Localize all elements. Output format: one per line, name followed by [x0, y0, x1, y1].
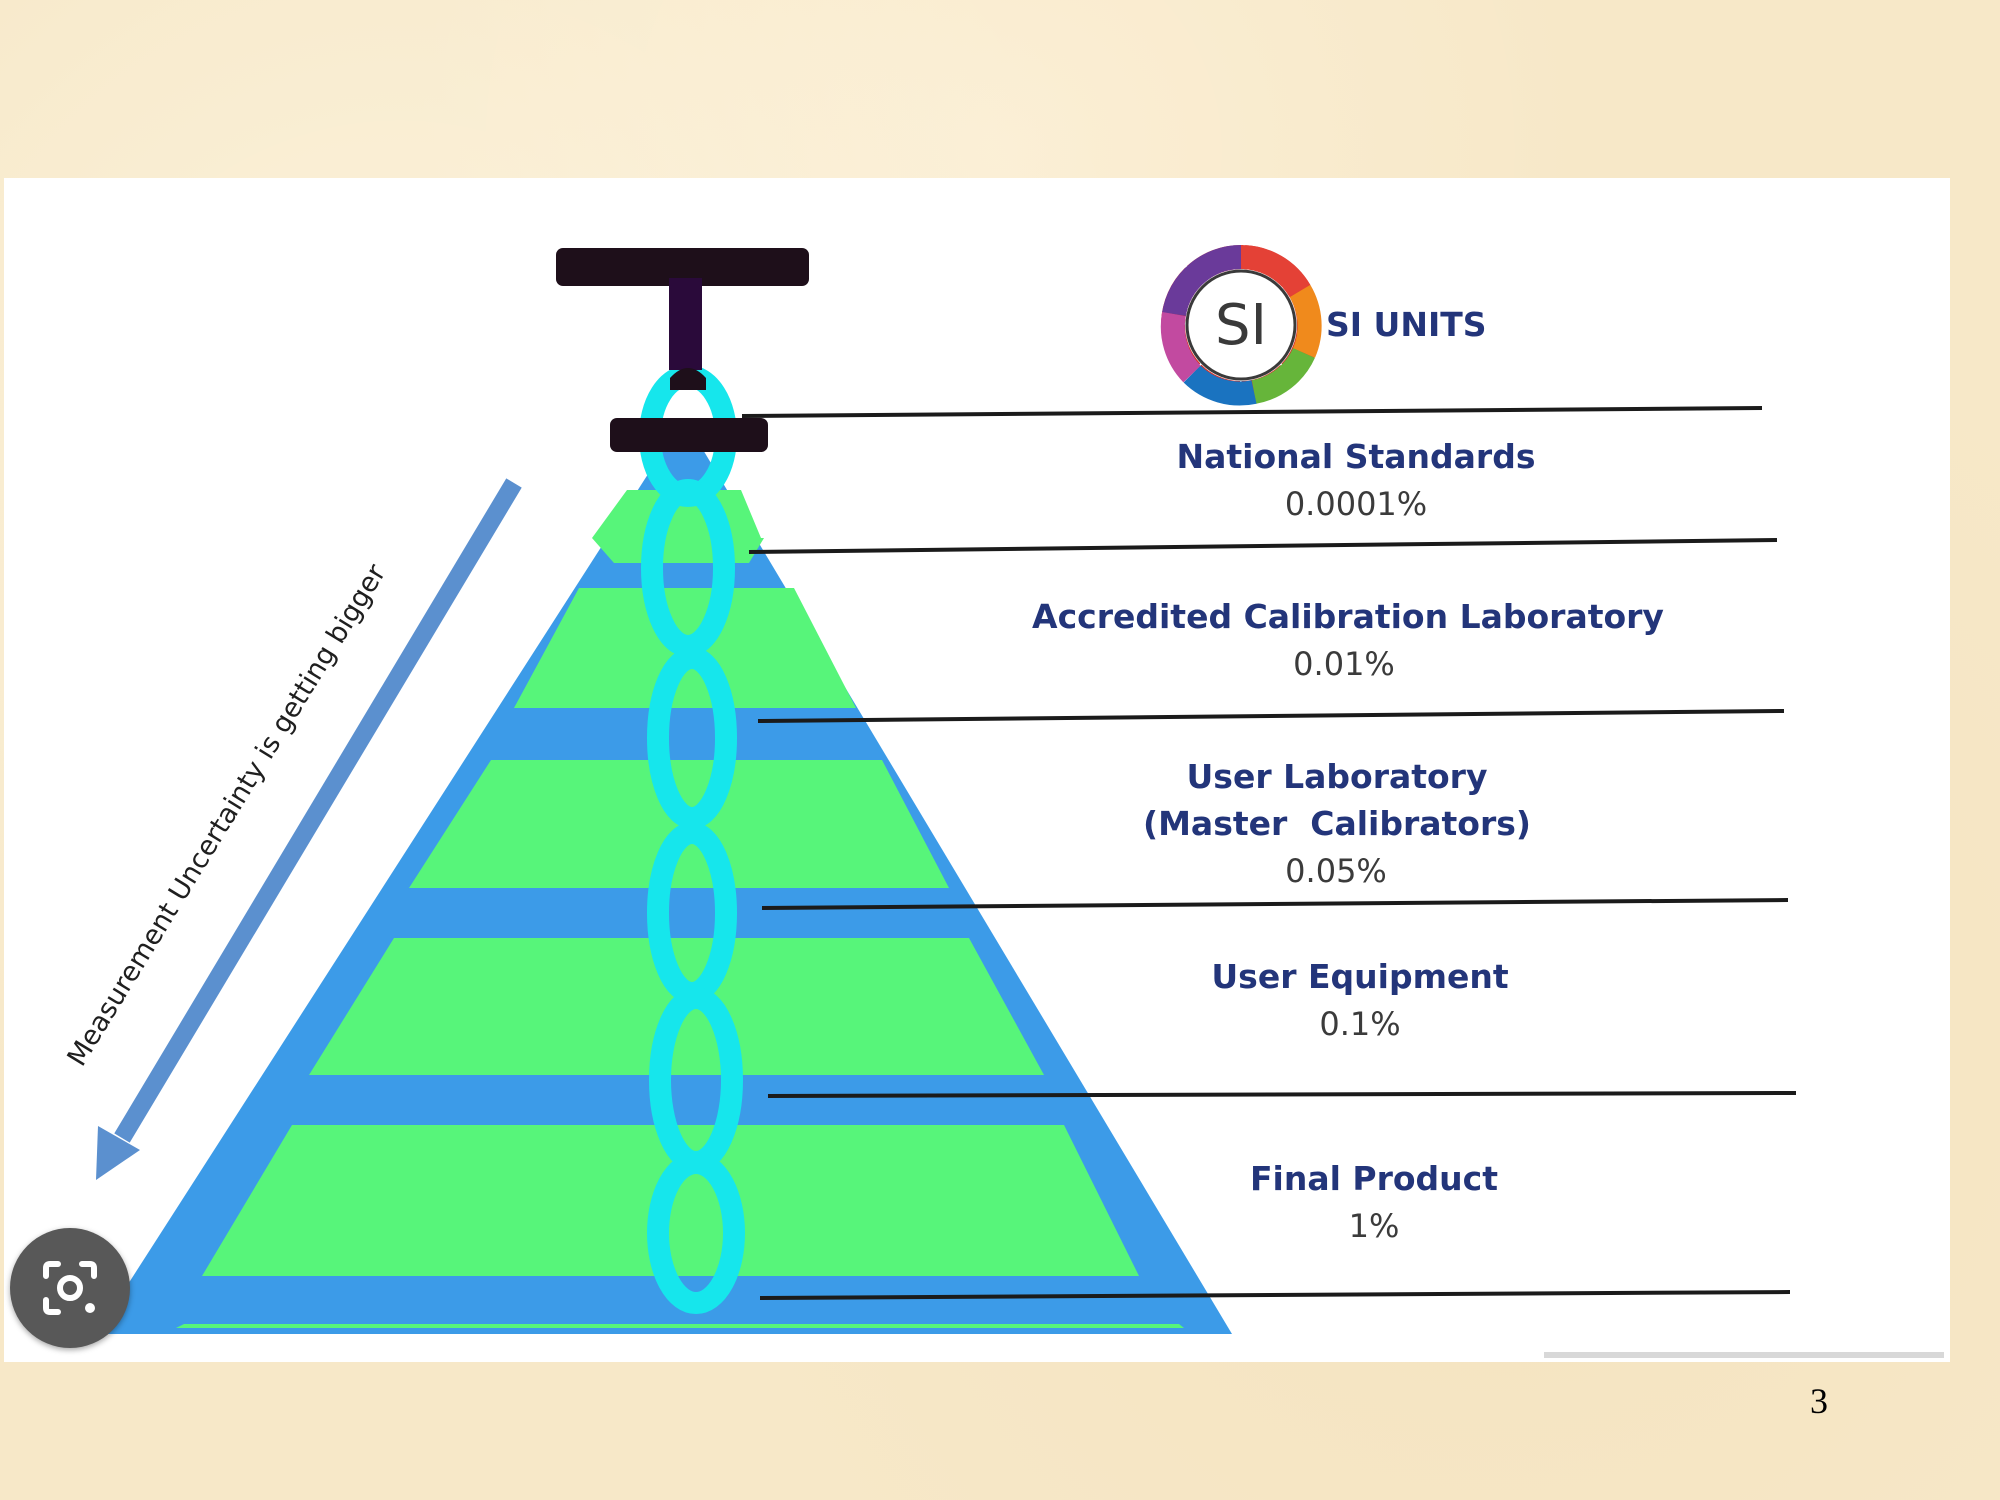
traceability-pyramid-diagram: SI SI UNITS National Standards 0.0001% A… — [62, 244, 1944, 1358]
level-title-accredited-lab: Accredited Calibration Laboratory — [1032, 597, 1664, 636]
level-value-user-laboratory: 0.05% — [1285, 852, 1387, 890]
level-title-user-laboratory: User Laboratory — [1187, 757, 1488, 796]
pyramid-tier-6 — [176, 1324, 1184, 1328]
visual-search-icon — [43, 1261, 97, 1315]
si-units-label: SI UNITS — [1326, 305, 1487, 344]
level-value-user-equipment: 0.1% — [1319, 1005, 1400, 1043]
level-value-accredited-lab: 0.01% — [1293, 645, 1395, 683]
watermark-faint — [1544, 1352, 1944, 1358]
level-value-final-product: 1% — [1349, 1207, 1400, 1245]
visual-search-button[interactable] — [10, 1228, 130, 1348]
level-labels: National Standards 0.0001% Accredited Ca… — [1032, 437, 1664, 1245]
si-units-logo: SI SI UNITS — [1160, 244, 1487, 406]
level-title-user-equipment: User Equipment — [1211, 957, 1508, 996]
level-subtitle-master-calibrators: (Master Calibrators) — [1143, 804, 1531, 843]
si-logo-badge: SI — [1215, 293, 1267, 358]
hanger-bar — [556, 248, 809, 452]
page-number: 3 — [1810, 1381, 1828, 1421]
diagram-panel: SI SI UNITS National Standards 0.0001% A… — [4, 178, 1950, 1362]
level-value-national-standards: 0.0001% — [1285, 485, 1427, 523]
level-title-final-product: Final Product — [1250, 1159, 1498, 1198]
level-divider-lines — [741, 406, 1797, 1300]
level-title-national-standards: National Standards — [1177, 437, 1536, 476]
